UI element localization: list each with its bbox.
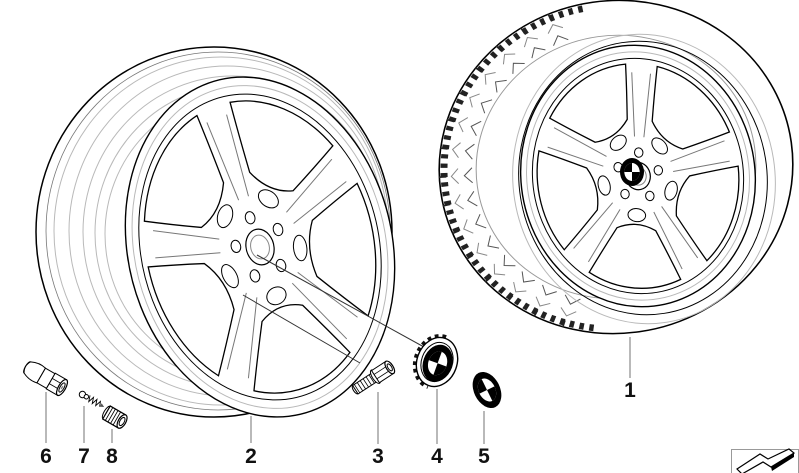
- tire-edge-serration: [440, 4, 595, 332]
- diagonal-leader-lines: [242, 254, 425, 364]
- callout-label-2: 2: [245, 445, 257, 468]
- leader-hub-to-bolt: [242, 294, 361, 364]
- leader-lines: [45, 337, 631, 444]
- callout-label-7: 7: [78, 445, 90, 468]
- callout-label-4: 4: [431, 445, 443, 468]
- callout-label-5: 5: [478, 445, 490, 468]
- watermark-box: [731, 448, 799, 473]
- zigzag-ribbon-icon: [736, 448, 796, 473]
- alloy-wheel-illustration: [35, 46, 408, 420]
- valve-stem-illustration: [23, 361, 69, 397]
- wheel-emblem-illustration: [466, 367, 508, 413]
- callout-labels: 1 2 3 4 5 6 7 8: [40, 379, 636, 468]
- bmw-roundel-icon: [620, 158, 644, 186]
- callout-label-8: 8: [106, 445, 118, 468]
- valve-core-illustration: [78, 390, 105, 407]
- valve-cap-illustration: [101, 405, 128, 429]
- callout-label-3: 3: [372, 445, 384, 468]
- tire-sidewall-ring: [512, 33, 776, 325]
- callout-label-1: 1: [624, 379, 636, 402]
- hub-cap-illustration: [412, 334, 459, 389]
- wheel-with-tire-illustration: [437, 0, 794, 356]
- callout-label-6: 6: [40, 445, 52, 468]
- leader-hub-to-cap: [256, 254, 425, 348]
- bmw-roundel-icon: [466, 367, 508, 413]
- rim-flange-ring: [518, 40, 768, 316]
- wheel-bolt-illustration: [351, 360, 396, 395]
